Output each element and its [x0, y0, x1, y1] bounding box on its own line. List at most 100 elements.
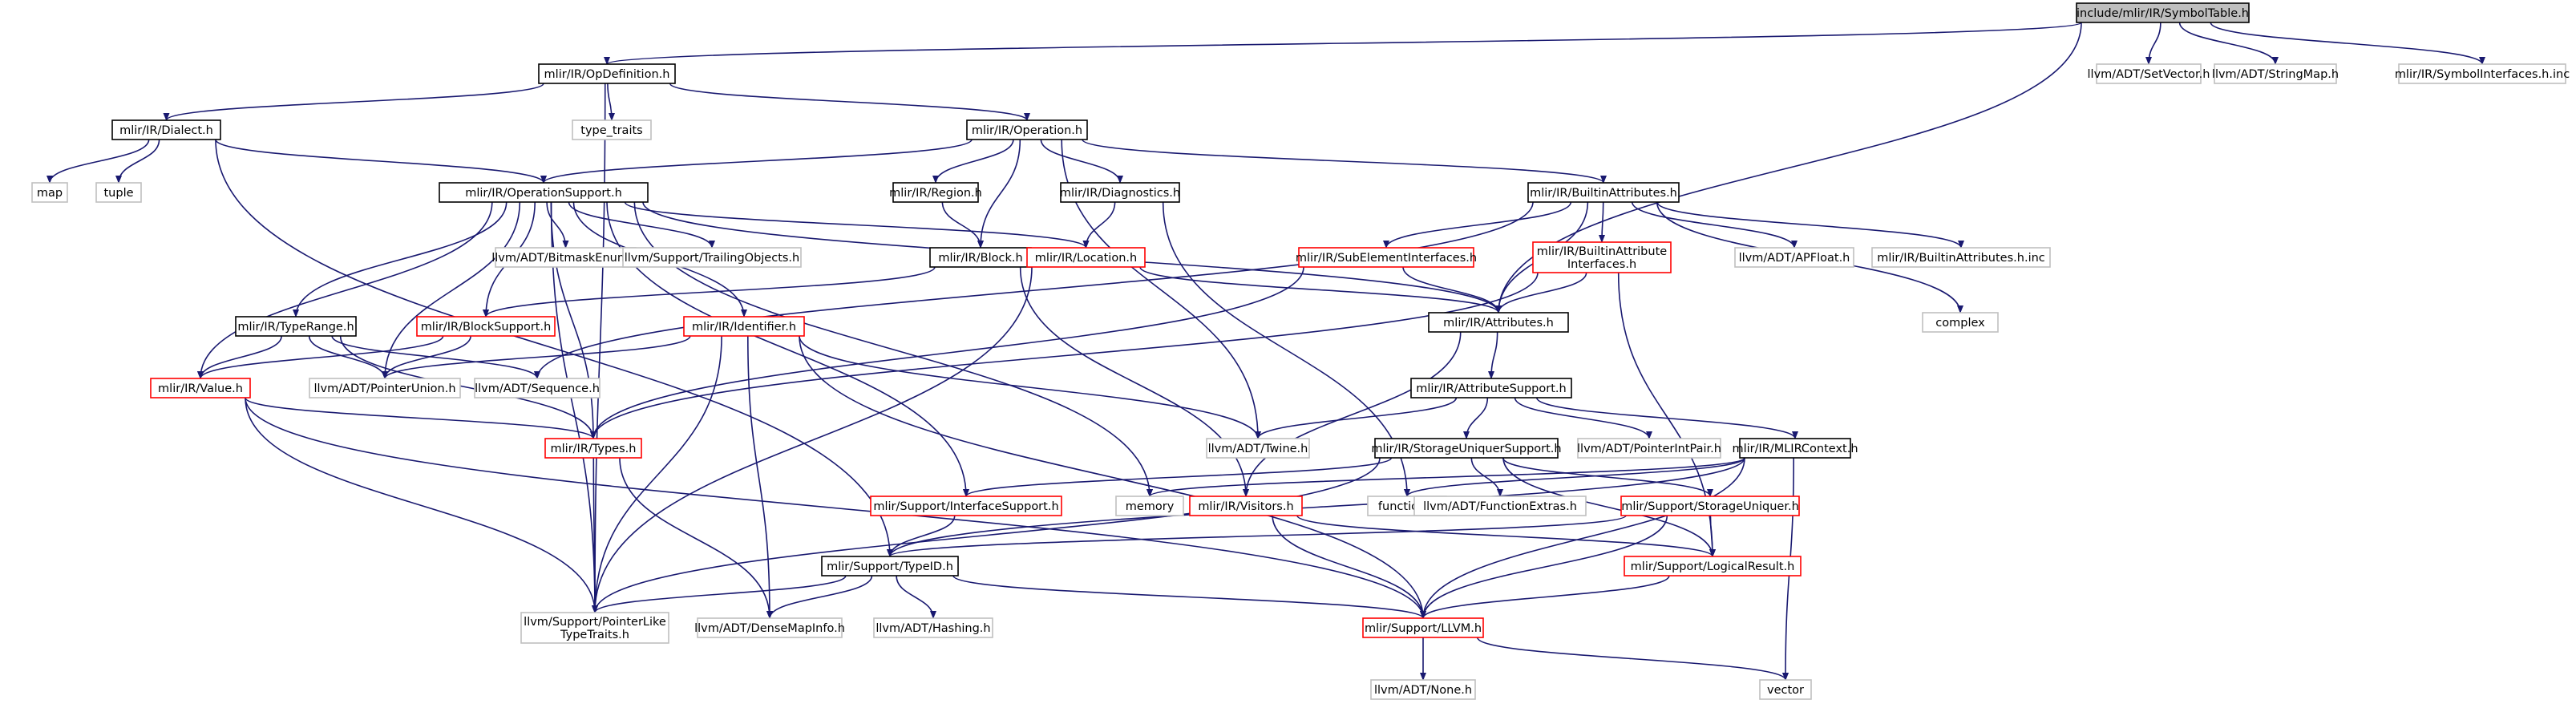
node-box: [1189, 496, 1303, 516]
node-n11[interactable]: mlir/IR/Region.h: [889, 182, 982, 203]
node-box: [2214, 63, 2337, 84]
node-n20[interactable]: mlir/IR/Block.h: [929, 247, 1032, 268]
edge-n0-n3: [2178, 22, 2279, 65]
node-label: type_traits: [580, 124, 642, 137]
edge-n42-n45: [766, 575, 873, 619]
node-box: [1115, 496, 1184, 516]
edge-n35-n37: [1146, 457, 1745, 497]
node-label: mlir/IR/BlockSupport.h: [421, 321, 552, 334]
node-box: [1759, 679, 1812, 700]
node-box: [1577, 438, 1721, 459]
edge-n10-n27: [197, 201, 493, 379]
node-label: complex: [1935, 317, 1985, 330]
node-n21[interactable]: mlir/IR/Location.h: [1026, 247, 1146, 268]
node-n43[interactable]: mlir/Support/LogicalResult.h: [1624, 556, 1802, 576]
node-n31[interactable]: mlir/IR/Types.h: [544, 438, 642, 459]
edge-n30-n35: [1536, 397, 1798, 439]
node-n25[interactable]: mlir/IR/Attributes.h: [1428, 312, 1569, 333]
node-label: llvm/ADT/APFloat.h: [1739, 252, 1850, 265]
edge-n7-n20: [977, 139, 1021, 249]
node-label: include/mlir/IR/SymbolTable.h: [2077, 7, 2249, 20]
node-n16: llvm/ADT/APFloat.h: [1734, 247, 1854, 268]
node-label: mlir/IR/Identifier.h: [692, 321, 796, 334]
edge-n35-n42: [887, 457, 1745, 557]
node-label: vector: [1767, 684, 1804, 697]
edge-n5-n9: [115, 139, 160, 184]
node-n1[interactable]: mlir/IR/OpDefinition.h: [538, 63, 676, 84]
node-label: mlir/IR/OpDefinition.h: [544, 68, 670, 81]
node-box: [235, 316, 357, 337]
node-n7[interactable]: mlir/IR/Operation.h: [966, 119, 1088, 140]
node-label: mlir/IR/TypeRange.h: [237, 321, 354, 334]
node-box: [1532, 241, 1672, 273]
node-box: [495, 247, 637, 268]
edge-n41-n42: [887, 515, 1627, 557]
node-box: [1871, 247, 2051, 268]
node-n17: mlir/IR/BuiltinAttributes.h.inc: [1871, 247, 2051, 268]
edge-n35-n47: [1420, 457, 1745, 619]
node-n9: tuple: [95, 182, 142, 203]
node-box: [474, 378, 601, 398]
node-n24[interactable]: mlir/IR/Identifier.h: [683, 316, 805, 337]
edge-n42-n46: [896, 575, 936, 619]
node-n0[interactable]: include/mlir/IR/SymbolTable.h: [2076, 2, 2250, 23]
edge-n0-n1: [604, 22, 2082, 65]
edge-n21-n44: [592, 266, 1033, 613]
edge-n41-n47: [1420, 515, 1668, 619]
node-n37: memory: [1115, 496, 1184, 516]
edge-n1-n5: [163, 83, 544, 121]
node-box: [1410, 378, 1572, 398]
node-n35[interactable]: mlir/IR/MLIRContext.h: [1732, 438, 1858, 459]
node-label: TypeTraits.h: [560, 629, 629, 641]
node-label: llvm/Support/PointerLike: [524, 616, 666, 629]
node-label: mlir/IR/Dialect.h: [119, 124, 213, 137]
node-n13[interactable]: mlir/IR/BuiltinAttributes.h: [1527, 182, 1680, 203]
node-box: [1922, 312, 1999, 333]
node-box: [697, 617, 843, 638]
node-box: [2398, 63, 2566, 84]
node-n14[interactable]: mlir/IR/SubElementInterfaces.h: [1296, 247, 1477, 268]
edge-n1-n44: [592, 83, 606, 613]
edge-n43-n47: [1420, 575, 1670, 619]
node-label: llvm/ADT/StringMap.h: [2212, 68, 2339, 81]
node-n47[interactable]: mlir/Support/LLVM.h: [1362, 617, 1484, 638]
edge-n7-n11: [932, 139, 1014, 184]
edge-n0-n4: [2210, 22, 2485, 65]
node-label: mlir/IR/SubElementInterfaces.h: [1296, 252, 1477, 265]
edge-n10-n22: [293, 201, 508, 318]
node-n38[interactable]: mlir/IR/Visitors.h: [1189, 496, 1303, 516]
node-n46: llvm/ADT/Hashing.h: [873, 617, 993, 638]
node-label: mlir/IR/Diagnostics.h: [1060, 187, 1180, 200]
node-n30[interactable]: mlir/IR/AttributeSupport.h: [1410, 378, 1572, 398]
node-n27[interactable]: mlir/IR/Value.h: [150, 378, 251, 398]
edge-n13-n17: [1656, 201, 1964, 249]
node-n5[interactable]: mlir/IR/Dialect.h: [111, 119, 221, 140]
node-n42[interactable]: mlir/Support/TypeID.h: [821, 556, 959, 576]
node-n34[interactable]: mlir/IR/StorageUniquerSupport.h: [1371, 438, 1562, 459]
edge-n30-n33: [1514, 397, 1652, 439]
node-box: [966, 119, 1088, 140]
node-box: [572, 119, 652, 140]
edge-n25-n30: [1488, 331, 1498, 379]
node-n36[interactable]: mlir/Support/InterfaceSupport.h: [870, 496, 1062, 516]
node-box: [2096, 63, 2202, 84]
node-box: [1428, 312, 1569, 333]
node-box: [1624, 556, 1802, 576]
node-label: llvm/ADT/PointerUnion.h: [313, 382, 455, 395]
node-n10[interactable]: mlir/IR/OperationSupport.h: [439, 182, 649, 203]
node-label: mlir/IR/AttributeSupport.h: [1416, 382, 1566, 395]
node-n23[interactable]: mlir/IR/BlockSupport.h: [416, 316, 556, 337]
edge-n10-n18: [546, 201, 569, 249]
node-box: [1374, 438, 1559, 459]
node-n2: llvm/ADT/SetVector.h: [2088, 63, 2210, 84]
edge-n20-n38: [1019, 266, 1249, 497]
node-label: mlir/IR/BuiltinAttributes.h.inc: [1877, 252, 2045, 265]
edge-n7-n12: [1040, 139, 1123, 184]
node-n22[interactable]: mlir/IR/TypeRange.h: [235, 316, 357, 337]
node-n12[interactable]: mlir/IR/Diagnostics.h: [1060, 182, 1180, 203]
node-n41[interactable]: mlir/Support/StorageUniquer.h: [1620, 496, 1800, 516]
node-label: Interfaces.h: [1567, 258, 1636, 271]
node-label: mlir/IR/SymbolInterfaces.h.inc: [2395, 68, 2570, 81]
edge-n24-n47: [799, 335, 1426, 619]
